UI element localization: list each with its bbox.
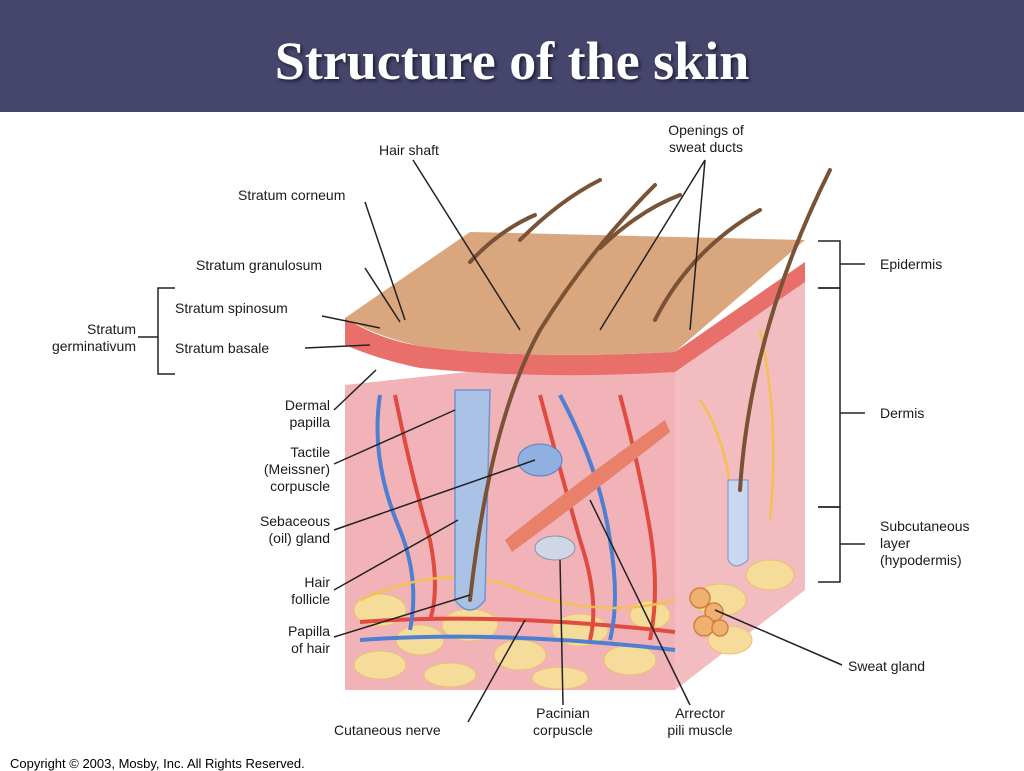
label-stratum-basale: Stratum basale (175, 340, 270, 356)
label-line: Pacinian (536, 705, 590, 721)
label-subcutaneous-layer: Subcutaneous layer (hypodermis) (880, 518, 970, 569)
label-line: Sebaceous (259, 513, 330, 529)
label-line: (oil) gland (268, 530, 330, 546)
label-epidermis: Epidermis (880, 256, 943, 272)
skin-illustration (138, 159, 865, 723)
label-line: (hypodermis) (880, 552, 962, 568)
leader-lines (138, 159, 865, 723)
label-hair-follicle: Hair follicle (230, 574, 330, 608)
label-stratum-granulosum: Stratum granulosum (196, 257, 323, 273)
label-cutaneous-nerve: Cutaneous nerve (334, 722, 441, 738)
label-line: Dermal (284, 397, 330, 413)
skin-block (345, 168, 832, 690)
label-openings-sweat-ducts: Openings of sweat ducts (656, 122, 756, 156)
label-hair-shaft: Hair shaft (379, 142, 439, 158)
label-line: Stratum (86, 321, 136, 337)
label-pacinian-corpuscle: Pacinian corpuscle (513, 705, 613, 739)
label-line: Tactile (290, 444, 330, 460)
label-stratum-corneum: Stratum corneum (238, 187, 346, 203)
label-line: follicle (291, 591, 330, 607)
label-line: corpuscle (270, 478, 330, 494)
label-papilla-of-hair: Papilla of hair (230, 623, 330, 657)
label-line: Openings of (668, 122, 744, 138)
label-line: pili muscle (667, 722, 733, 738)
label-line: (Meissner) (263, 461, 330, 477)
label-stratum-spinosum: Stratum spinosum (175, 300, 288, 316)
label-line: germinativum (51, 338, 136, 354)
label-line: Arrector (675, 705, 725, 721)
label-arrector-pili-muscle: Arrector pili muscle (645, 705, 755, 739)
label-tactile-corpuscle: Tactile (Meissner) corpuscle (230, 444, 330, 495)
slide-header (0, 0, 1024, 112)
label-line: corpuscle (533, 722, 593, 738)
label-line: Subcutaneous (880, 518, 970, 534)
label-line: sweat ducts (669, 139, 743, 155)
label-sebaceous-gland: Sebaceous (oil) gland (230, 513, 330, 547)
label-line: of hair (291, 640, 330, 656)
slide-title: Structure of the skin (274, 31, 750, 91)
label-dermal-papilla: Dermal papilla (230, 397, 330, 431)
label-dermis: Dermis (880, 405, 925, 421)
label-line: Hair (304, 574, 330, 590)
label-line: layer (880, 535, 911, 551)
label-stratum-germinativum: Stratum germinativum (20, 321, 136, 355)
label-line: Papilla (287, 623, 330, 639)
label-sweat-gland: Sweat gland (848, 658, 926, 674)
label-line: papilla (289, 414, 330, 430)
copyright-notice: Copyright © 2003, Mosby, Inc. All Rights… (10, 756, 305, 771)
